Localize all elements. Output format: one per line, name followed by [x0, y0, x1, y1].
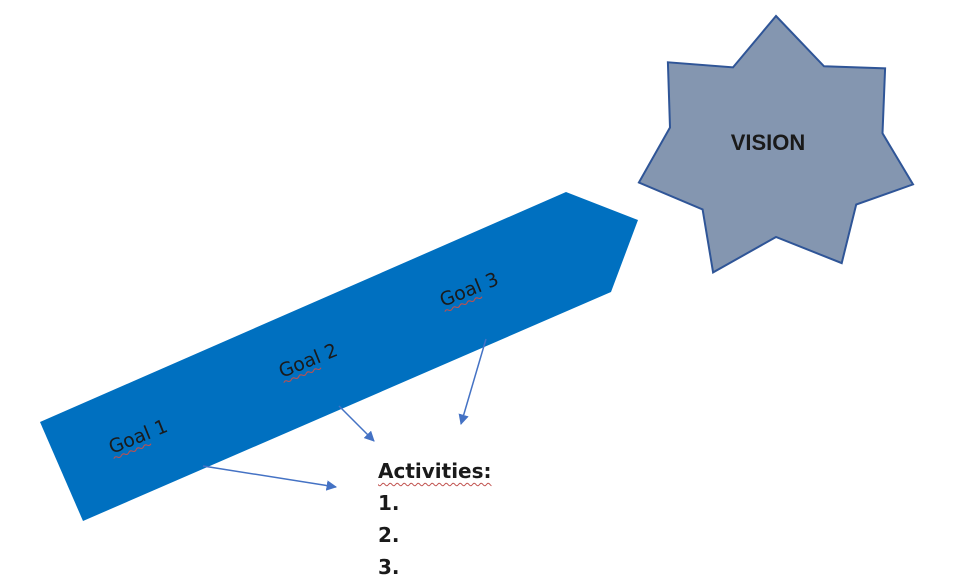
activity-item-1: 1. — [378, 491, 400, 515]
vision-label: VISION — [731, 130, 806, 155]
goal-1-spellcheck-underline — [113, 443, 152, 459]
activities-box: Activities: 1. 2. 3. — [378, 455, 492, 583]
goal-2-spellcheck-underline — [283, 367, 322, 383]
activities-title: Activities: — [378, 459, 492, 483]
activity-item-3: 3. — [378, 555, 400, 579]
goals-arrow-shape — [40, 192, 638, 521]
connector-goal-3 — [458, 338, 487, 426]
activity-item-2: 2. — [378, 523, 400, 547]
connector-goal-2 — [338, 405, 375, 442]
vision-star — [637, 14, 915, 274]
connector-goal-1 — [202, 465, 338, 491]
activities-list: 1. 2. 3. — [378, 487, 492, 583]
goal-3-spellcheck-underline — [444, 296, 483, 312]
